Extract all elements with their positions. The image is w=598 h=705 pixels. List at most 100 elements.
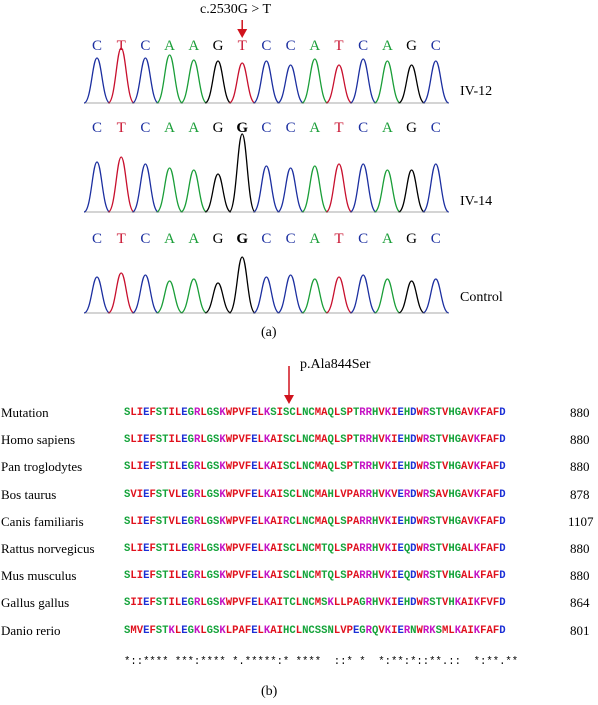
residue: V (441, 461, 449, 474)
residue: P (232, 434, 239, 447)
residue: I (391, 515, 398, 528)
base-letter: C (430, 231, 441, 247)
residue: I (276, 407, 283, 419)
residue: G (454, 543, 462, 555)
mutation-arrow-b (284, 366, 294, 404)
residue: S (124, 488, 131, 501)
aligned-sequence: SVIEFSTVLEGRLGSKWPVFELKAISCLNCMAHLVPARRH… (124, 489, 506, 501)
residue: L (257, 434, 264, 447)
residue: W (225, 543, 233, 555)
chromatogram-peak (277, 274, 304, 314)
residue: S (124, 570, 131, 583)
residue: E (181, 597, 188, 610)
residue: S (321, 624, 328, 637)
residue: H (282, 624, 290, 637)
residue: S (213, 488, 220, 501)
residue: I (136, 434, 144, 447)
chromatogram-peak (398, 169, 425, 213)
residue: L (174, 461, 182, 474)
residue: F (244, 597, 252, 610)
residue: D (499, 488, 506, 501)
chromatogram-peak (155, 167, 184, 213)
residue: P (232, 543, 239, 555)
residue: H (403, 597, 411, 610)
residue: E (143, 461, 150, 474)
residue: K (473, 597, 481, 610)
residue: V (378, 570, 385, 583)
residue: D (499, 543, 506, 555)
residue: C (289, 624, 296, 637)
residue: P (232, 407, 239, 419)
chromatogram-peak (131, 163, 160, 213)
species-label: Rattus norvegicus (1, 541, 95, 556)
base-letter: C (140, 38, 151, 54)
residue: M (314, 515, 322, 528)
residue: R (193, 570, 201, 583)
residue: I (391, 407, 398, 419)
residue: A (321, 515, 328, 528)
chromatogram-peak (277, 64, 304, 104)
residue: K (219, 407, 226, 419)
residue: K (193, 624, 201, 637)
residue: W (225, 488, 233, 501)
residue: P (346, 488, 353, 501)
residue: V (238, 407, 245, 419)
residue: N (410, 624, 417, 637)
residue: N (327, 624, 334, 637)
residue: G (454, 515, 462, 528)
residue: F (480, 570, 487, 583)
residue: H (448, 543, 455, 555)
residue: M (314, 461, 322, 474)
base-letter: T (116, 38, 126, 54)
residue: S (124, 434, 131, 447)
residue: E (181, 407, 188, 419)
residue-end-number: 880 (570, 405, 590, 420)
residue-end-number: 880 (570, 541, 590, 556)
residue: Q (403, 543, 411, 555)
residue: F (480, 515, 487, 528)
residue: S (155, 515, 163, 528)
base-letter: G (212, 38, 224, 54)
mutation-arrow-a (237, 20, 248, 38)
residue: E (143, 543, 150, 555)
residue: A (321, 434, 328, 447)
residue: A (270, 570, 277, 583)
residue: I (136, 543, 144, 555)
residue: L (200, 407, 207, 419)
residue: F (480, 407, 487, 419)
residue: V (238, 515, 245, 528)
residue: C (308, 488, 315, 501)
residue: S (282, 407, 290, 419)
residue: S (124, 543, 131, 555)
residue: L (333, 515, 341, 528)
residue: K (327, 597, 334, 610)
residue: T (162, 570, 169, 583)
residue: E (251, 461, 258, 474)
chromatogram-peak (301, 165, 329, 213)
residue: G (359, 624, 366, 637)
base-letter: G (212, 231, 224, 247)
residue: V (378, 461, 385, 474)
residue-end-number: 880 (570, 432, 590, 448)
residue: E (143, 434, 150, 447)
residue: D (410, 488, 417, 501)
residue: S (213, 434, 220, 447)
residue: R (193, 488, 201, 501)
residue: S (429, 515, 436, 528)
residue: S (321, 597, 328, 610)
residue: Q (327, 461, 334, 474)
base-letter: A (309, 231, 321, 247)
residue: R (359, 461, 366, 474)
residue: L (333, 624, 341, 637)
residue: S (270, 407, 277, 419)
residue: G (187, 543, 194, 555)
residue: I (391, 624, 398, 637)
residue: K (384, 543, 392, 555)
residue: L (295, 434, 303, 447)
residue: V (441, 515, 449, 528)
residue: E (397, 407, 404, 419)
chromatogram-peak (422, 163, 450, 213)
residue: K (473, 624, 481, 637)
residue: I (276, 543, 283, 555)
residue: K (384, 434, 392, 447)
